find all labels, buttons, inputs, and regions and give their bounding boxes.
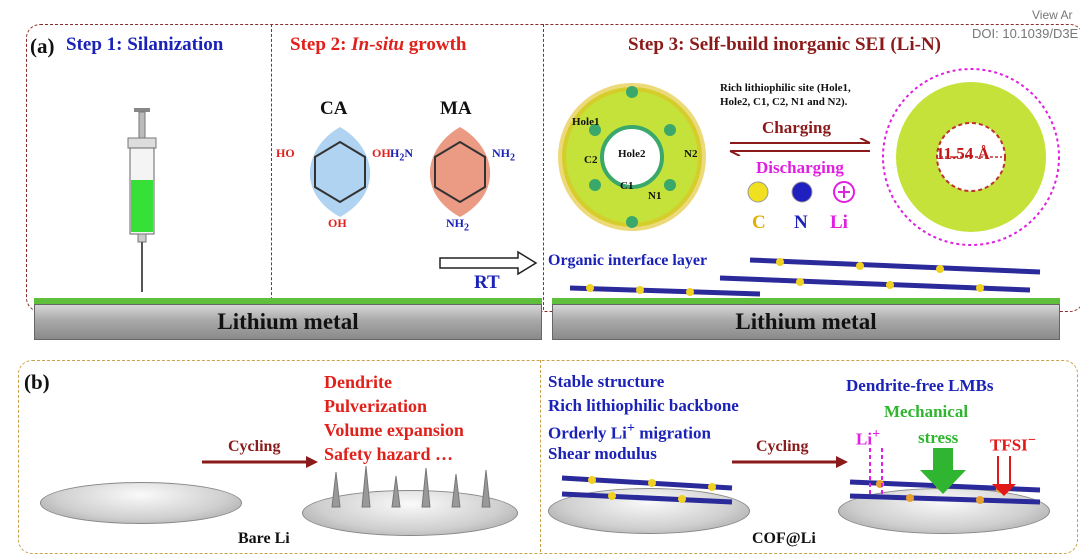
lithium-metal-left: Lithium metal — [34, 304, 542, 340]
cycling-right-arrow-icon — [732, 456, 848, 468]
panel-a-label: (a) — [30, 34, 55, 58]
cof-li-label: COF@Li — [752, 530, 816, 547]
pore-distance-label: 11.54 Å — [936, 144, 990, 163]
feature-3: Orderly Li+ migration — [548, 420, 711, 443]
organic-layer-chains — [569, 257, 1041, 297]
ca-oh-bottom-label: OH — [328, 216, 347, 230]
cof-li-structure-icon — [882, 68, 1060, 246]
view-article-link[interactable]: View Ar — [1032, 8, 1073, 22]
legend-c-label: C — [752, 212, 766, 233]
ma-label: MA — [440, 98, 472, 119]
step2-title: Step 2: In-situ growth — [290, 34, 467, 55]
ma-nh2-bottom-label: NH2 — [446, 216, 469, 234]
tfsi-arrow-icon — [992, 456, 1016, 496]
ca-ho-label: HO — [276, 146, 295, 160]
c2-label: C2 — [584, 154, 598, 166]
panel-b-frame — [18, 360, 1078, 554]
feature-4: Shear modulus — [548, 444, 657, 463]
lithium-metal-right: Lithium metal — [552, 304, 1060, 340]
li-ion-label: Li+ — [856, 426, 881, 449]
silane-layer-left — [34, 298, 542, 304]
ma-nh2-label: NH2 — [492, 146, 515, 164]
li-ion-path-icon — [869, 448, 883, 494]
cycling-left-arrow-icon — [202, 456, 318, 468]
ca-molecule-icon — [309, 127, 371, 217]
tfsi-label: TFSI− — [990, 432, 1036, 455]
feature-2: Rich lithiophilic backbone — [548, 396, 739, 415]
silane-layer-right — [552, 298, 1060, 304]
dendrite-free-label: Dendrite-free LMBs — [846, 376, 994, 395]
organic-layer-label: Organic interface layer — [548, 252, 708, 269]
c1-label: C1 — [620, 180, 634, 192]
discharging-label: Discharging — [756, 158, 844, 177]
stress-label: stress — [918, 428, 959, 447]
mechanical-label: Mechanical — [884, 402, 969, 421]
step3-title: Step 3: Self-build inorganic SEI (Li-N) — [628, 34, 942, 55]
rt-arrow-icon — [439, 250, 538, 276]
n2-label: N2 — [684, 148, 698, 160]
ma-h2n-label: H2N — [390, 146, 414, 164]
atom-legend-icons — [747, 181, 855, 203]
charge-arrows-icon — [729, 138, 871, 156]
n1-label: N1 — [648, 190, 662, 202]
ca-label: CA — [320, 98, 348, 119]
divider-panel-b — [540, 360, 541, 552]
stress-arrow-icon — [920, 448, 966, 494]
ma-molecule-icon — [429, 127, 491, 217]
rt-label: RT — [474, 272, 500, 293]
divider-step2-step3 — [543, 24, 544, 310]
bare-li-label: Bare Li — [238, 530, 290, 547]
legend-li-label: Li — [830, 212, 848, 233]
legend-n-label: N — [794, 212, 808, 233]
panel-b-label: (b) — [24, 370, 50, 394]
step1-title: Step 1: Silanization — [66, 34, 224, 55]
doi-text: DOI: 10.1039/D3E — [972, 26, 1079, 41]
cof-structure-icon — [558, 83, 706, 231]
hole2-label: Hole2 — [618, 148, 646, 160]
syringe-icon — [127, 108, 157, 292]
hole1-label: Hole1 — [572, 116, 600, 128]
feature-1: Stable structure — [548, 372, 665, 391]
ca-oh-label: OH — [372, 146, 391, 160]
problem-2: Pulverization — [324, 396, 427, 416]
divider-step1-step2 — [271, 24, 272, 310]
cof-chains-left — [561, 475, 733, 505]
problem-4: Safety hazard … — [324, 444, 453, 464]
rich-site-line1: Rich lithiophilic site (Hole1, — [720, 82, 851, 94]
cycling-left-label: Cycling — [228, 438, 281, 455]
charging-label: Charging — [762, 118, 831, 137]
problem-1: Dendrite — [324, 372, 392, 392]
problem-3: Volume expansion — [324, 420, 464, 440]
bare-li-disc — [40, 482, 242, 524]
cycling-right-label: Cycling — [756, 438, 809, 455]
dendrites-icon — [331, 465, 491, 508]
rich-site-line2: Hole2, C1, C2, N1 and N2). — [720, 96, 848, 108]
